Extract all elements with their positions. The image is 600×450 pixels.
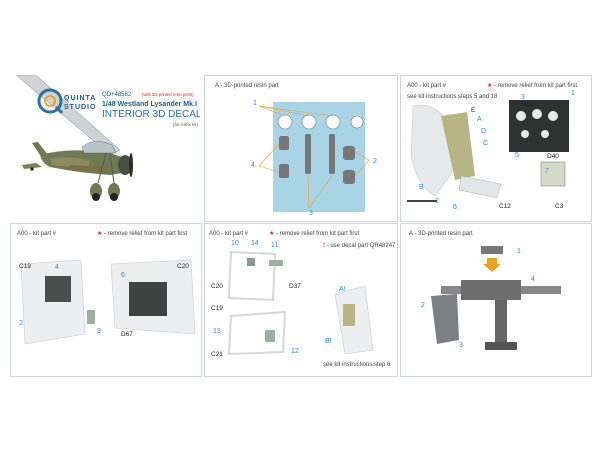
machine-gun-drawing [431,246,561,350]
relief-caption: ★ - remove relief from kit part first [487,83,578,89]
part-label: 4 [55,264,59,271]
panel-machine-gun: A - 3D-printed resin part 1 2 3 4 [400,223,592,377]
part-label: 2 [421,302,425,309]
instruction-sheet: QUINTA STUDIO QD+48582 (with 3D-printed … [10,75,592,377]
kit-part-code: C21 [211,351,223,358]
part-label: 1 [517,248,521,255]
kit-part-code: C12 [499,203,511,210]
part-label: D [481,128,487,135]
brand-name: QUINTA [64,95,97,102]
kit-part-code: E [471,107,476,114]
kit-note: (for Airfix kit) [173,122,199,127]
resin-parts-drawing [258,102,370,212]
part-label: 2 [373,158,377,165]
kit-part-code: D37 [289,283,301,290]
part-label: A! [339,286,346,293]
relief-caption: ★ - remove relief from kit part first [97,231,188,237]
part-label: 5 [515,152,519,159]
kit-part-code: C19 [19,263,31,270]
star-icon: ★ [269,231,275,237]
part-label: 12 [291,348,299,355]
relief-caption: ★ - remove relief from kit part first [269,231,360,237]
part-label: 11 [271,242,279,249]
kit-part-code: C19 [211,305,223,312]
panel-caption: A00 - kit part # [209,231,249,237]
part-label: 1 [253,100,257,107]
panel-frames: A00 - kit part # ★ - remove relief from … [204,223,398,377]
kit-part-code: C20 [177,263,189,270]
part-label: 3 [459,342,463,349]
part-label: 3 [309,210,313,217]
kit-part-code: D40 [547,153,559,160]
cover-panel: QUINTA STUDIO QD+48582 (with 3D-printed … [10,75,200,220]
star-icon: ★ [97,231,103,237]
star-icon: ★ [487,83,493,89]
part-label: 6 [453,204,457,211]
kit-part-code: D67 [121,331,133,338]
kit-part-code: C3 [555,203,564,210]
cockpit-drawing [407,100,569,202]
part-label: 1 [571,90,575,97]
kit-part-code: C20 [211,283,223,290]
lysander-aircraft-illustration [15,75,133,201]
part-label: 14 [251,240,259,247]
frames-drawing [227,250,374,356]
part-label: 10 [231,240,239,247]
part-label: B! [325,338,332,345]
panel-cockpit: A00 - kit part # ★ - remove relief from … [400,75,592,222]
product-subtitle: INTERIOR 3D DECAL [102,109,200,120]
product-title: 1/48 Westland Lysander Mk.I [102,101,197,108]
part-label: 7 [545,168,549,175]
part-label: C [483,140,489,147]
part-label: 9 [97,328,101,335]
part-label: B [419,184,424,191]
side-walls-drawing [20,259,196,345]
panel-caption: A00 - kit part # [407,83,447,89]
panel-caption: A00 - kit part # [17,231,57,237]
part-label: 2 [19,320,23,327]
product-code-note: (with 3D-printed resin parts) [142,92,194,97]
part-label: 13 [213,328,221,335]
product-code: QD+48582 [102,92,132,98]
brand-name-2: STUDIO [64,104,97,111]
panel-caption: A - 3D-printed resin part [409,231,473,237]
instructions-note: see kit instructions steps 5 and 18 [407,94,498,100]
panel-caption: A - 3D-printed resin part [215,83,279,89]
part-label: 4 [251,162,255,169]
decal-caption: ! - use decal part QR48247 [323,243,396,249]
part-label: 3 [521,94,525,101]
instructions-note: see kit instructions step 6 [323,362,391,368]
part-label: 4 [531,276,535,283]
warning-icon: ! [323,243,325,249]
part-label: 6 [121,272,125,279]
kit-part-code: D11 [521,101,533,108]
panel-side-walls: A00 - kit part # ★ - remove relief from … [10,223,202,377]
part-label: A [477,116,482,123]
part-label: 2 [435,198,439,205]
panel-resin-parts: A - 3D-printed resin part [204,75,398,222]
